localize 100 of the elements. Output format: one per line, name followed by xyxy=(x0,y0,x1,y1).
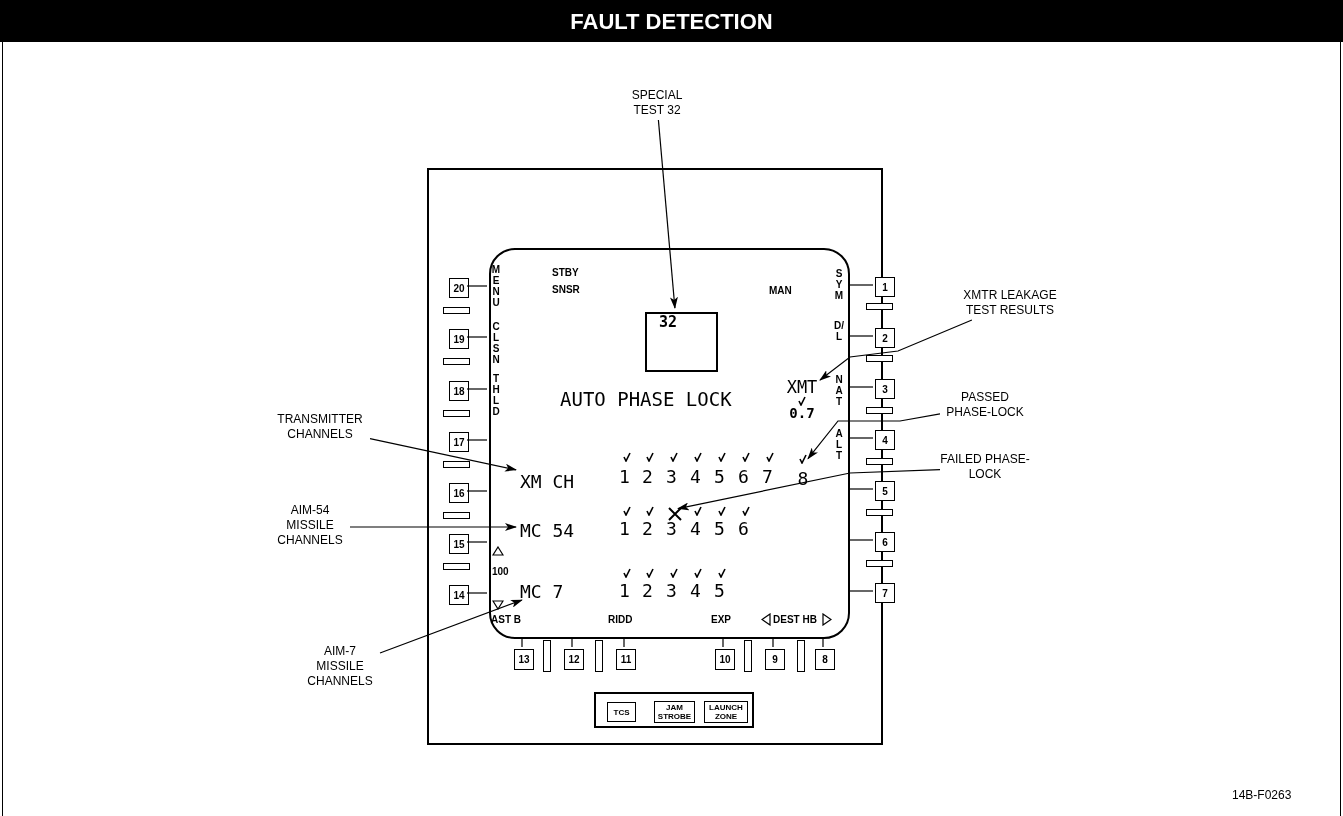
figure-number: 14B-F0263 xyxy=(1232,787,1292,804)
connector-line xyxy=(847,386,874,388)
readout-label: XMT xyxy=(786,378,818,396)
connector-line xyxy=(847,590,874,592)
connector-line xyxy=(571,636,573,648)
push-button: 6 xyxy=(875,532,895,552)
push-button: 12 xyxy=(564,649,584,670)
push-button: JAM STROBE xyxy=(654,701,695,723)
vertical-label: ALT xyxy=(834,428,844,461)
channel-number: 5 xyxy=(714,466,725,488)
channel-group-label: MC 54 xyxy=(520,519,596,543)
channel-number: 4 xyxy=(690,466,701,488)
connector-line xyxy=(822,636,824,648)
callout-text: SPECIAL TEST 32 xyxy=(617,88,697,120)
display-label: 100 xyxy=(492,566,509,578)
push-button: 5 xyxy=(875,481,895,501)
display-label: DEST HB xyxy=(773,614,817,626)
channel-number: 3 xyxy=(666,466,677,488)
channel-group-label: XM CH xyxy=(520,470,596,494)
connector-line xyxy=(847,539,874,541)
connector-line xyxy=(466,439,488,441)
channel-number: 6 xyxy=(738,466,749,488)
leader-arrow xyxy=(379,599,523,654)
push-button: 15 xyxy=(449,534,469,554)
channel-number: 1 xyxy=(619,518,630,540)
channel-number: 7 xyxy=(762,466,773,488)
connector-line xyxy=(466,388,488,390)
connector-line xyxy=(466,285,488,287)
connector-line xyxy=(623,636,625,648)
connector-line xyxy=(847,488,874,490)
channel-number: 1 xyxy=(619,580,630,602)
connector-line xyxy=(847,335,874,337)
channel-number: 6 xyxy=(738,518,749,540)
display-label: AST B xyxy=(491,614,521,626)
display-label: MAN xyxy=(769,285,792,297)
push-button: 18 xyxy=(449,381,469,401)
x-mark xyxy=(668,507,682,521)
callout-text: XMTR LEAKAGE TEST RESULTS xyxy=(955,288,1065,320)
title-bar: FAULT DETECTION xyxy=(0,0,1343,42)
callout-text: PASSED PHASE-LOCK xyxy=(940,390,1030,422)
vertical-label: MENU xyxy=(491,264,501,308)
leader-arrow xyxy=(807,413,941,460)
channel-number: 2 xyxy=(642,466,653,488)
channel-number: 2 xyxy=(642,580,653,602)
channel-number: 5 xyxy=(714,580,725,602)
channel-number: 1 xyxy=(619,466,630,488)
push-button: 2 xyxy=(875,328,895,348)
leader-arrow xyxy=(349,523,517,531)
push-button: 20 xyxy=(449,278,469,298)
callout-text: AIM-54 MISSILE CHANNELS xyxy=(270,503,350,551)
callout-text: AIM-7 MISSILE CHANNELS xyxy=(300,644,380,692)
connector-line xyxy=(847,284,874,286)
push-button: 13 xyxy=(514,649,534,670)
channel-number: 4 xyxy=(690,580,701,602)
leader-arrow xyxy=(819,319,973,381)
push-button: 11 xyxy=(616,649,636,670)
callout-text: TRANSMITTER CHANNELS xyxy=(270,412,370,444)
push-button: 7 xyxy=(875,583,895,603)
display-label: STBY SNSR xyxy=(552,266,581,297)
push-button: 16 xyxy=(449,483,469,503)
channel-number: 3 xyxy=(666,518,677,540)
connector-line xyxy=(466,336,488,338)
push-button: LAUNCH ZONE xyxy=(704,701,748,723)
callout-text: FAILED PHASE-LOCK xyxy=(940,452,1030,484)
vertical-label: CLSN xyxy=(491,321,501,365)
display-label: RIDD xyxy=(608,614,633,626)
push-button: 9 xyxy=(765,649,785,670)
display-label: EXP xyxy=(711,614,731,626)
push-button: 19 xyxy=(449,329,469,349)
connector-line xyxy=(772,636,774,648)
connector-line xyxy=(847,437,874,439)
leader-arrow xyxy=(677,469,941,511)
channel-number: 4 xyxy=(690,518,701,540)
readout-value: 0.7 xyxy=(789,406,815,421)
channel-number: 5 xyxy=(714,518,725,540)
leader-arrow xyxy=(369,438,517,472)
push-button: 17 xyxy=(449,432,469,452)
push-button: TCS xyxy=(607,702,636,722)
push-button: 10 xyxy=(715,649,735,670)
connector-line xyxy=(466,541,488,543)
display-title: AUTO PHASE LOCK xyxy=(560,388,732,410)
vertical-label: D/L xyxy=(834,320,844,342)
vertical-label: NAT xyxy=(834,374,844,407)
vertical-label: SYM xyxy=(834,268,844,301)
push-button: 4 xyxy=(875,430,895,450)
display-window: 32 xyxy=(645,312,718,372)
channel-group-label: MC 7 xyxy=(520,580,596,604)
button-panel xyxy=(594,692,754,728)
vertical-label: THLD xyxy=(491,373,501,417)
channel-number: 3 xyxy=(666,580,677,602)
push-button: 14 xyxy=(449,585,469,605)
push-button: 1 xyxy=(875,277,895,297)
connector-line xyxy=(466,592,488,594)
push-button: 3 xyxy=(875,379,895,399)
connector-line xyxy=(466,490,488,492)
channel-number: 2 xyxy=(642,518,653,540)
connector-line xyxy=(521,636,523,648)
display-screen xyxy=(489,248,850,639)
connector-line xyxy=(722,636,724,648)
push-button: 8 xyxy=(815,649,835,670)
